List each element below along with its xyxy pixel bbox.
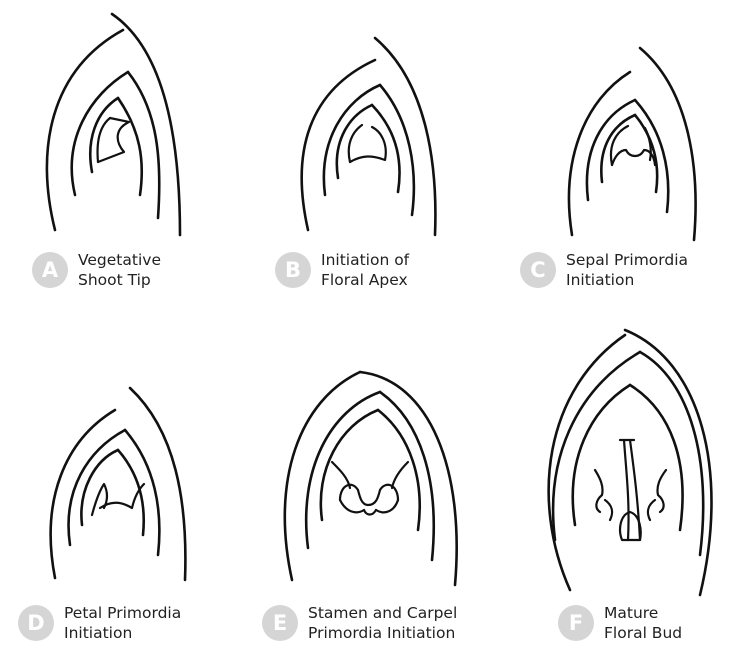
- stage-letter-badge: D: [18, 605, 54, 641]
- stage-label-d: D Petal Primordia Initiation: [18, 603, 181, 643]
- stage-label-a: A Vegetative Shoot Tip: [32, 250, 161, 290]
- stage-caption: Vegetative Shoot Tip: [78, 250, 161, 290]
- drawing-petal-primordia: [51, 388, 186, 580]
- drawing-sepal-primordia: [569, 48, 696, 240]
- drawing-stamen-carpel-primordia: [285, 372, 457, 585]
- stage-letter-badge: A: [32, 252, 68, 288]
- stage-caption: Petal Primordia Initiation: [64, 603, 181, 643]
- stage-caption: Stamen and Carpel Primordia Initiation: [308, 603, 457, 643]
- drawing-floral-apex: [302, 38, 436, 235]
- stage-caption: Sepal Primordia Initiation: [566, 250, 688, 290]
- stage-letter-badge: F: [558, 605, 594, 641]
- drawing-vegetative-shoot-tip: [47, 14, 180, 235]
- stage-label-b: B Initiation of Floral Apex: [275, 250, 409, 290]
- stage-caption: Initiation of Floral Apex: [321, 250, 409, 290]
- stage-letter-badge: E: [262, 605, 298, 641]
- stage-label-f: F Mature Floral Bud: [558, 603, 682, 643]
- stage-label-c: C Sepal Primordia Initiation: [520, 250, 688, 290]
- stage-label-e: E Stamen and Carpel Primordia Initiation: [262, 603, 457, 643]
- stage-letter-badge: B: [275, 252, 311, 288]
- stage-caption: Mature Floral Bud: [604, 603, 682, 643]
- stage-letter-badge: C: [520, 252, 556, 288]
- drawing-mature-floral-bud: [549, 330, 712, 595]
